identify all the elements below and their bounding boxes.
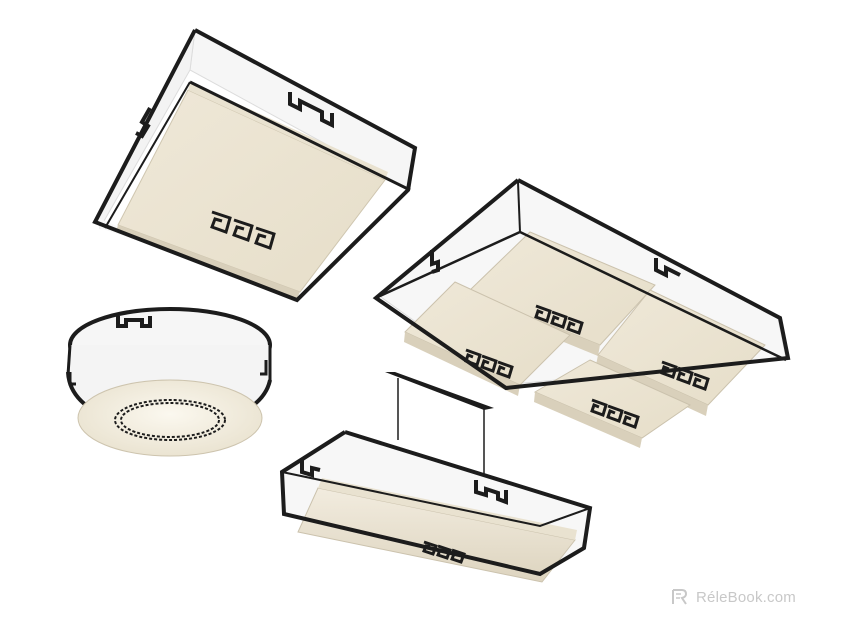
linear-pendant-lamp [279, 372, 593, 583]
round-ceiling-lamp [66, 307, 272, 457]
fret-motif-icon [210, 210, 276, 250]
watermark: RéleBook.com [668, 586, 796, 608]
fret-motif-icon [422, 540, 466, 564]
fret-motif-icon [464, 304, 710, 429]
watermark-text: RéleBook.com [696, 588, 796, 606]
four-box-ceiling-lamp [372, 178, 791, 448]
relebook-logo-icon [672, 589, 688, 605]
square-ceiling-lamp [92, 28, 418, 303]
